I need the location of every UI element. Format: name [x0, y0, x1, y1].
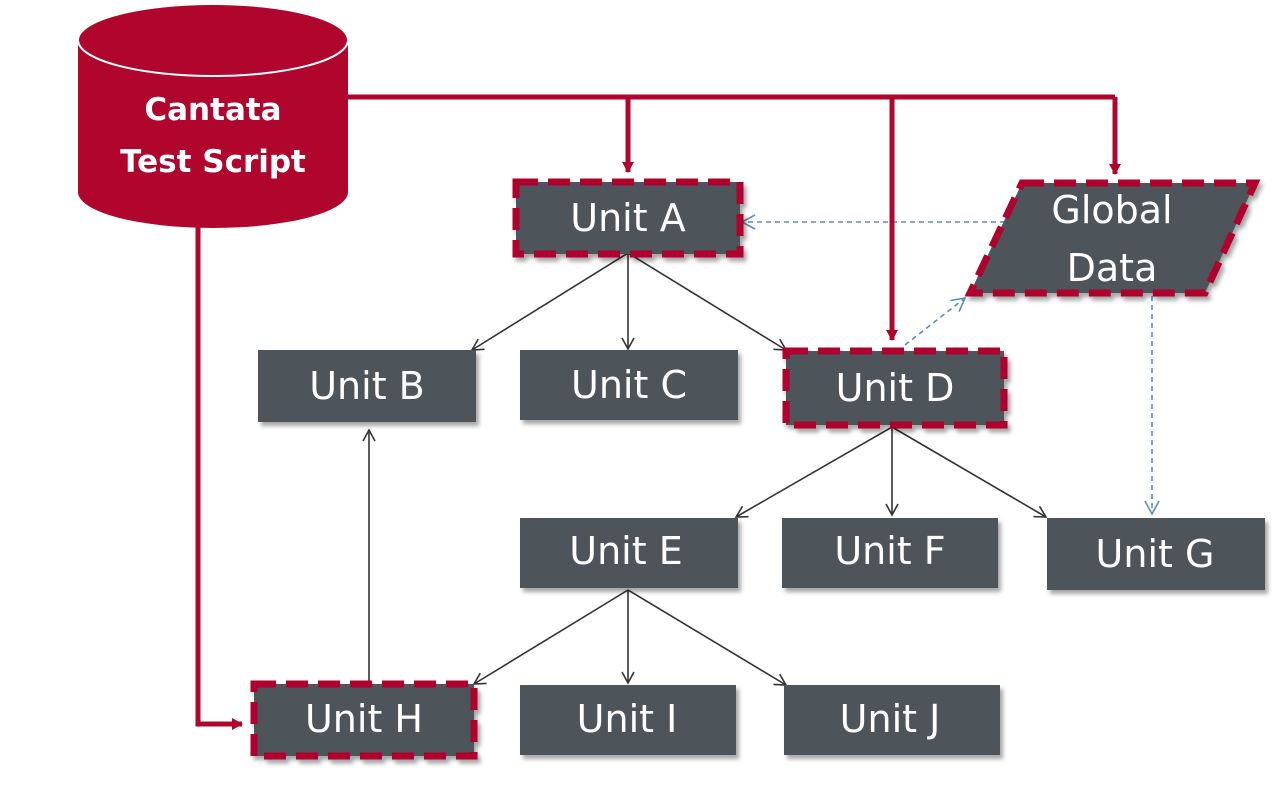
database-label-line2: Test Script	[120, 144, 306, 180]
unit-d: Unit D	[782, 347, 1008, 429]
global-data: Global Data	[964, 179, 1261, 297]
unit-j: Unit J	[784, 685, 1000, 755]
unit-b-label: Unit B	[309, 364, 425, 408]
global-data-label-line2: Data	[1067, 246, 1158, 290]
arrow-a-to-b	[470, 252, 629, 351]
arrow-d-to-g	[891, 426, 1048, 518]
unit-b: Unit B	[258, 350, 476, 422]
unit-e: Unit E	[520, 518, 738, 588]
unit-a-label: Unit A	[570, 196, 685, 240]
test-script-arrows	[195, 94, 1121, 730]
unit-boxes: Unit A Unit B Unit C Unit D Unit E Unit …	[250, 178, 1265, 760]
unit-a: Unit A	[512, 178, 744, 258]
unit-g-label: Unit G	[1096, 532, 1215, 576]
unit-i: Unit I	[520, 685, 736, 755]
unit-f: Unit F	[782, 518, 998, 588]
unit-h-label: Unit H	[305, 697, 423, 741]
arrow-a-to-d	[627, 252, 788, 351]
arrow-e-to-h	[472, 589, 629, 685]
unit-e-label: Unit E	[569, 529, 682, 573]
unit-d-label: Unit D	[836, 366, 955, 410]
arrow-e-to-j	[627, 589, 788, 686]
database-body	[78, 40, 348, 228]
unit-c-label: Unit C	[571, 363, 687, 407]
unit-h: Unit H	[250, 680, 478, 760]
data-arrow-d-to-global	[904, 296, 967, 346]
unit-j-label: Unit J	[840, 697, 941, 741]
unit-c: Unit C	[520, 350, 738, 420]
script-arrow-to-h	[195, 222, 243, 730]
database-label-line1: Cantata	[144, 92, 281, 128]
cantata-test-script-database: Cantata Test Script	[77, 3, 349, 228]
database-top	[77, 3, 349, 77]
unit-f-label: Unit F	[834, 529, 945, 573]
global-data-label-line1: Global	[1051, 188, 1172, 232]
dependency-arrows	[362, 252, 1048, 686]
unit-i-label: Unit I	[577, 697, 678, 741]
unit-g: Unit G	[1047, 518, 1265, 590]
data-flow-arrows	[740, 214, 1160, 516]
arrow-d-to-e	[734, 426, 893, 518]
global-data-shape	[964, 179, 1261, 297]
